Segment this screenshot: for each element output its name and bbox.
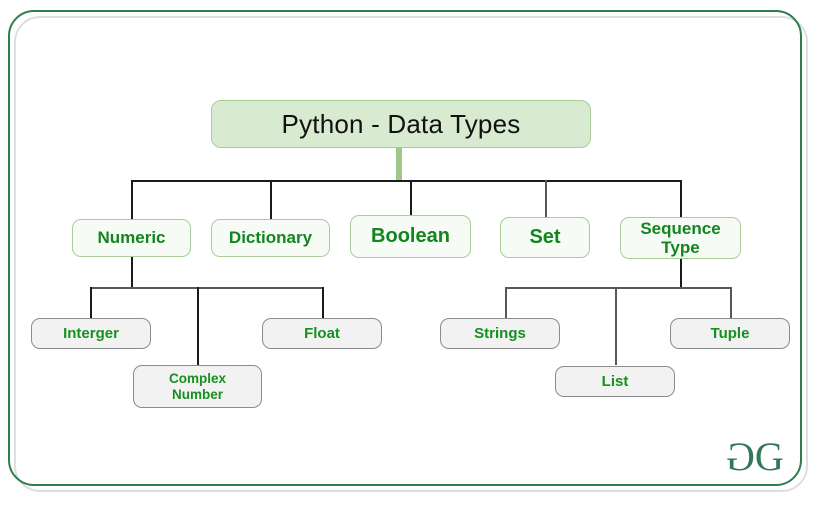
node-numeric[interactable]: Numeric (72, 219, 191, 257)
node-complex-number-label-line1: Complex (168, 370, 226, 386)
node-boolean[interactable]: Boolean (350, 215, 471, 258)
connector-drop-set (545, 180, 547, 219)
node-sequence-type-label-line2: Type (661, 238, 700, 257)
connector-drop-interger (90, 287, 92, 318)
connector-root-stem (396, 148, 402, 181)
node-float[interactable]: Float (262, 318, 382, 349)
node-sequence-type[interactable]: Sequence Type (620, 217, 741, 259)
node-complex-number-label-line2: Number (171, 386, 223, 402)
connector-drop-dictionary (270, 180, 272, 219)
node-list[interactable]: List (555, 366, 675, 397)
connector-numeric-stem (131, 257, 133, 288)
connector-drop-boolean (410, 180, 412, 215)
node-strings-label: Strings (474, 324, 526, 342)
node-dictionary-label: Dictionary (228, 228, 313, 248)
node-dictionary[interactable]: Dictionary (211, 219, 330, 257)
connector-drop-sequence-type (680, 180, 682, 217)
connector-drop-tuple (730, 287, 732, 318)
node-boolean-label: Boolean (371, 225, 450, 248)
logo-glyph-g-mirrored: G (729, 434, 755, 479)
node-strings[interactable]: Strings (440, 318, 560, 349)
connector-numeric-bus (90, 287, 323, 289)
node-numeric-label: Numeric (97, 228, 166, 248)
node-float-label: Float (304, 324, 340, 342)
connector-level2-bus (131, 180, 681, 182)
frame-border (8, 10, 802, 486)
connector-drop-list (615, 287, 617, 365)
node-set-label: Set (529, 226, 561, 249)
node-list-label: List (601, 372, 629, 390)
connector-drop-numeric (131, 180, 133, 219)
geeksforgeeks-logo: GG (729, 434, 784, 479)
node-tuple[interactable]: Tuple (670, 318, 790, 349)
node-root-python-data-types[interactable]: Python - Data Types (211, 100, 591, 148)
node-interger[interactable]: Interger (31, 318, 151, 349)
node-set[interactable]: Set (500, 217, 590, 258)
connector-sequence-stem (680, 259, 682, 288)
node-interger-label: Interger (63, 324, 119, 342)
node-sequence-type-label-line1: Sequence (640, 218, 721, 238)
connector-drop-float (322, 287, 324, 318)
connector-drop-strings (505, 287, 507, 318)
node-complex-number[interactable]: Complex Number (133, 365, 262, 408)
connector-drop-complex-number (197, 287, 199, 365)
logo-glyph-g: G (754, 434, 784, 479)
connector-sequence-bus (505, 287, 731, 289)
node-tuple-label: Tuple (710, 324, 750, 342)
node-root-label: Python - Data Types (281, 108, 521, 139)
